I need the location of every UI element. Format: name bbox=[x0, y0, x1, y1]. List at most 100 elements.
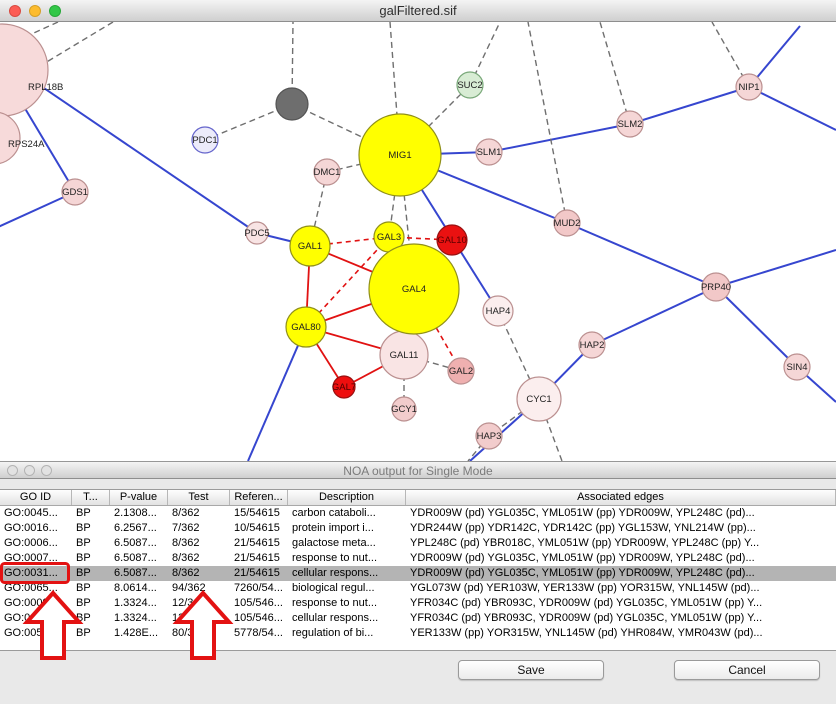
graph-node-dmc1[interactable]: DMC1 bbox=[313, 158, 341, 186]
column-header-associated-edges[interactable]: Associated edges bbox=[406, 490, 836, 505]
graph-edge[interactable] bbox=[715, 249, 836, 288]
table-cell: 8/362 bbox=[172, 537, 200, 549]
graph-node-hap4[interactable]: HAP4 bbox=[482, 295, 514, 327]
minimize-button[interactable] bbox=[24, 464, 35, 476]
close-button[interactable] bbox=[7, 464, 18, 476]
graph-node-sin4[interactable]: SIN4 bbox=[783, 353, 811, 381]
column-header-referen[interactable]: Referen... bbox=[230, 490, 288, 505]
graph-node-pdc1[interactable]: PDC1 bbox=[191, 126, 219, 154]
graph-node-unlabeled[interactable] bbox=[275, 87, 309, 121]
graph-node-nip1[interactable]: NIP1 bbox=[735, 73, 763, 101]
table-cell: YDR244W (pp) YDR142C, YDR142C (pp) YGL15… bbox=[410, 522, 756, 534]
cancel-button[interactable]: Cancel bbox=[674, 660, 820, 680]
graph-edge[interactable] bbox=[629, 86, 750, 125]
graph-node-label: GAL1 bbox=[298, 241, 322, 252]
graph-edge[interactable] bbox=[488, 123, 631, 153]
graph-node-gal80[interactable]: GAL80 bbox=[285, 306, 327, 348]
column-header-test[interactable]: Test bbox=[168, 490, 230, 505]
graph-node-hap3[interactable]: HAP3 bbox=[475, 422, 503, 450]
graph-window-title: galFiltered.sif bbox=[379, 3, 457, 18]
table-cell: 6.5087... bbox=[114, 567, 157, 579]
table-cell: YPL248C (pd) YBR018C, YML051W (pp) YDR00… bbox=[410, 537, 760, 549]
column-header-go-id[interactable]: GO ID bbox=[0, 490, 72, 505]
graph-node-rpl18b[interactable]: RPL18B bbox=[0, 23, 63, 117]
graph-node-label: GAL2 bbox=[449, 366, 473, 377]
table-cell: GO:0007... bbox=[4, 552, 58, 564]
graph-node-label: PDC5 bbox=[244, 228, 269, 239]
graph-node-rps24a[interactable]: RPS24A bbox=[0, 112, 45, 164]
graph-edge[interactable] bbox=[413, 288, 462, 372]
graph-window-titlebar[interactable]: galFiltered.sif bbox=[0, 0, 836, 22]
table-cell: biological regul... bbox=[292, 582, 375, 594]
graph-node-suc2[interactable]: SUC2 bbox=[456, 71, 484, 99]
graph-node-gal4[interactable]: GAL4 bbox=[368, 243, 460, 335]
graph-edge[interactable] bbox=[527, 22, 568, 224]
column-header-p-value[interactable]: P-value bbox=[110, 490, 168, 505]
graph-edge[interactable] bbox=[39, 22, 114, 67]
graph-node-gal2[interactable]: GAL2 bbox=[447, 357, 475, 385]
table-cell: BP bbox=[76, 597, 91, 609]
graph-node-label: GAL4 bbox=[402, 284, 426, 295]
zoom-button[interactable] bbox=[41, 464, 52, 476]
graph-edge[interactable] bbox=[247, 326, 307, 461]
graph-node-hap2[interactable]: HAP2 bbox=[578, 331, 606, 359]
graph-node-gal11[interactable]: GAL11 bbox=[379, 330, 429, 380]
noa-window-titlebar[interactable]: NOA output for Single Mode bbox=[0, 461, 836, 479]
graph-edge[interactable] bbox=[748, 86, 836, 131]
graph-node-pdc5[interactable]: PDC5 bbox=[244, 221, 270, 245]
table-cell: carbon cataboli... bbox=[292, 507, 376, 519]
graph-node-cyc1[interactable]: CYC1 bbox=[516, 376, 562, 422]
graph-edge[interactable] bbox=[0, 191, 76, 228]
table-cell: 2.1308... bbox=[114, 507, 157, 519]
graph-node-mig1[interactable]: MIG1 bbox=[358, 113, 442, 197]
graph-node-gal1[interactable]: GAL1 bbox=[289, 225, 331, 267]
table-cell: YFR034C (pd) YBR093C, YDR009W (pd) YGL03… bbox=[410, 612, 763, 624]
table-cell: regulation of bi... bbox=[292, 627, 374, 639]
graph-node-gds1[interactable]: GDS1 bbox=[61, 178, 89, 206]
table-cell: BP bbox=[76, 612, 91, 624]
minimize-button[interactable] bbox=[29, 4, 41, 17]
table-cell: 10/54615 bbox=[234, 522, 280, 534]
graph-node-label: SUC2 bbox=[457, 80, 482, 91]
graph-edge[interactable] bbox=[566, 222, 717, 288]
column-header-description[interactable]: Description bbox=[288, 490, 406, 505]
save-button[interactable]: Save bbox=[458, 660, 604, 680]
table-cell: 8/362 bbox=[172, 507, 200, 519]
graph-node-label: GAL80 bbox=[291, 322, 321, 333]
graph-node-label: PRP40 bbox=[701, 282, 731, 293]
graph-edge[interactable] bbox=[591, 286, 717, 346]
table-cell: 12/362 bbox=[172, 612, 206, 624]
graph-node-gal7[interactable]: GAL7 bbox=[332, 375, 356, 399]
graph-node-slm1[interactable]: SLM1 bbox=[475, 138, 503, 166]
table-cell: response to nut... bbox=[292, 552, 377, 564]
close-button[interactable] bbox=[9, 4, 21, 17]
zoom-button[interactable] bbox=[49, 4, 61, 17]
graph-edge[interactable] bbox=[399, 84, 471, 156]
table-cell: 1.428E... bbox=[114, 627, 159, 639]
graph-node-slm2[interactable]: SLM2 bbox=[616, 110, 644, 138]
table-cell: YFR034C (pd) YBR093C, YDR009W (pd) YGL03… bbox=[410, 597, 763, 609]
graph-node-gal10[interactable]: GAL10 bbox=[436, 224, 468, 256]
table-cell: GO:0016... bbox=[4, 522, 58, 534]
column-header-t[interactable]: T... bbox=[72, 490, 110, 505]
table-cell: 21/54615 bbox=[234, 537, 280, 549]
graph-edge[interactable] bbox=[599, 22, 631, 125]
graph-edge[interactable] bbox=[715, 286, 798, 368]
graph-node-mud2[interactable]: MUD2 bbox=[553, 209, 581, 237]
graph-node-prp40[interactable]: PRP40 bbox=[701, 272, 731, 302]
graph-node-label: SLM1 bbox=[477, 147, 502, 158]
table-cell: GO:0031... bbox=[4, 612, 58, 624]
graph-node-gcy1[interactable]: GCY1 bbox=[391, 396, 417, 422]
